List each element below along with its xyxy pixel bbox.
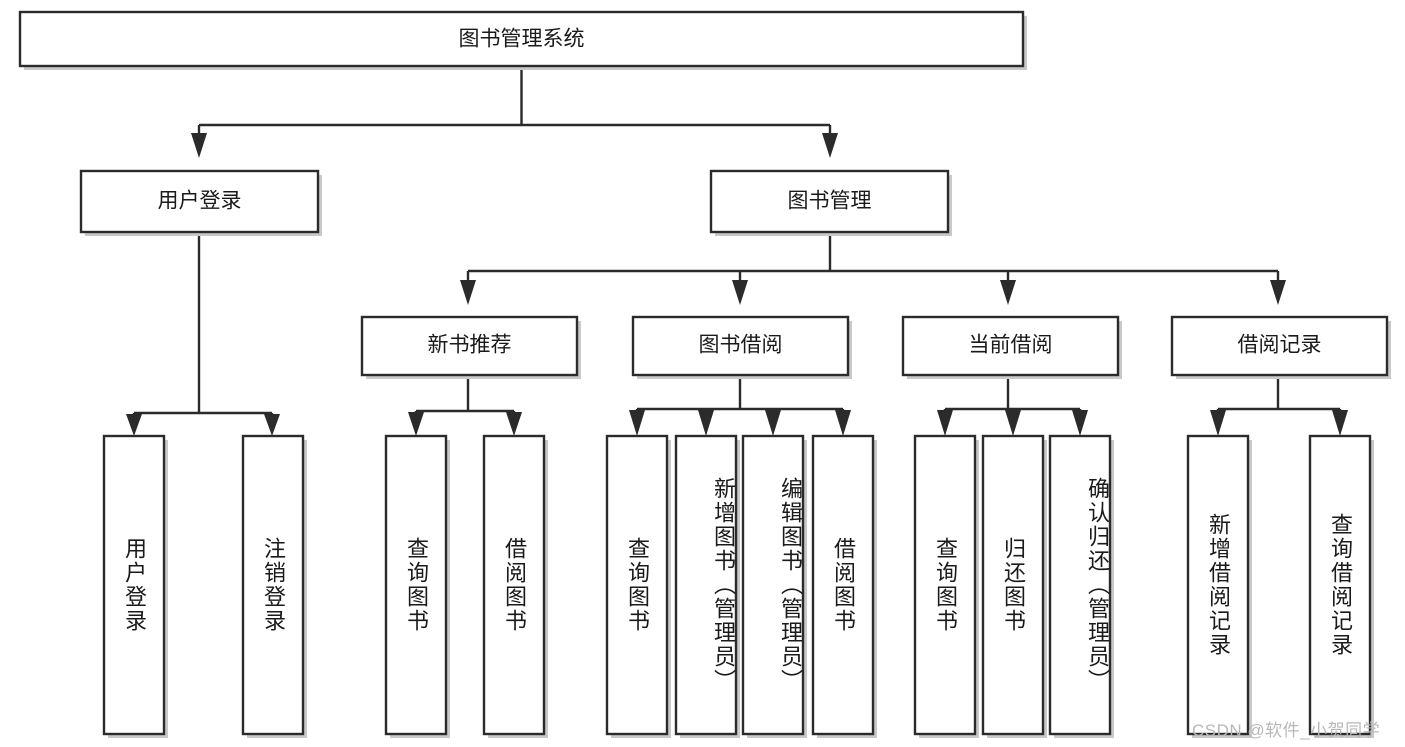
arrow-head-leaf-edit-book [765, 410, 781, 436]
arrow-head-current-borrow [1000, 280, 1016, 305]
node-root[interactable]: 图书管理系统 [18, 10, 1027, 70]
arrow-head-leaf-logout [264, 414, 280, 436]
leaf-query-book-rec-rect[interactable] [384, 434, 448, 736]
leaf-add-record-rect[interactable] [1186, 434, 1250, 736]
arrow-head-leaf-borrow-book-rec [506, 412, 522, 436]
connector-group-current-borrow [937, 375, 1088, 436]
connector-group-user-login [126, 232, 280, 436]
arrow-head-leaf-query-record [1332, 410, 1348, 436]
connector-group-book-manage [460, 232, 1286, 305]
arrow-head-leaf-confirm-return [1072, 410, 1088, 436]
node-root-label: 图书管理系统 [459, 28, 585, 51]
node-book-manage-rect[interactable] [709, 169, 950, 234]
connector-group-new-book-rec [408, 375, 522, 436]
arrow-head-book-borrow [732, 280, 748, 305]
connector-group-borrow-record [1210, 375, 1348, 436]
node-book-borrow-rect[interactable] [631, 315, 850, 377]
arrow-head-leaf-query-book [629, 410, 645, 436]
leaf-logout-rect[interactable] [241, 434, 305, 736]
arrow-head-leaf-return-book [1005, 410, 1021, 436]
arrow-head-leaf-add-record [1210, 410, 1226, 436]
leaf-query-record-rect[interactable] [1308, 434, 1372, 736]
leaf-borrow-book-rec-rect[interactable] [482, 434, 546, 736]
arrow-head-leaf-query-book-cur [937, 410, 953, 436]
node-borrow-record-rect[interactable] [1170, 315, 1389, 377]
node-user-login-label: 用户登录 [158, 190, 242, 213]
arrow-head-leaf-add-book [698, 410, 714, 436]
leaf-user-login-rect[interactable] [102, 434, 166, 736]
leaf-query-book-cur-rect[interactable] [913, 434, 977, 736]
arrow-head-user-login [191, 133, 207, 158]
node-borrow-record[interactable]: 借阅记录 [1170, 315, 1391, 379]
arrow-head-leaf-query-book-rec [408, 412, 424, 436]
node-new-book-rec[interactable]: 新书推荐 [360, 315, 581, 379]
arrow-head-leaf-user-login [126, 414, 142, 436]
leaf-return-book-rect[interactable] [981, 434, 1045, 736]
arrow-head-leaf-borrow-book [835, 410, 851, 436]
leaf-confirm-return-rect[interactable] [1048, 434, 1112, 736]
node-current-borrow-rect[interactable] [901, 315, 1120, 377]
leaf-borrow-book-rect[interactable] [811, 434, 875, 736]
node-user-login[interactable]: 用户登录 [79, 169, 322, 236]
leaf-boxes [102, 434, 1374, 738]
leaf-edit-book-rect[interactable] [741, 434, 805, 736]
arrow-head-new-book-rec [460, 280, 476, 305]
node-book-manage[interactable]: 图书管理 [709, 169, 952, 236]
node-book-borrow[interactable]: 图书借阅 [631, 315, 852, 379]
leaf-add-book-rect[interactable] [674, 434, 738, 736]
node-current-borrow-label: 当前借阅 [969, 334, 1053, 357]
arrow-head-book-manage [822, 133, 838, 158]
node-root-rect[interactable] [18, 10, 1025, 68]
node-borrow-record-label: 借阅记录 [1238, 334, 1322, 357]
node-new-book-rec-label: 新书推荐 [428, 334, 512, 357]
node-user-login-rect[interactable] [79, 169, 320, 234]
connector-group-root [191, 66, 838, 158]
node-book-manage-label: 图书管理 [788, 190, 872, 213]
arrow-head-borrow-record [1270, 280, 1286, 305]
leaf-query-book-rect[interactable] [605, 434, 669, 736]
connector-group-book-borrow [629, 375, 851, 436]
node-new-book-rec-rect[interactable] [360, 315, 579, 377]
csdn-watermark: CSDN @软件_小贺同学 [1192, 721, 1381, 740]
node-current-borrow[interactable]: 当前借阅 [901, 315, 1122, 379]
node-book-borrow-label: 图书借阅 [699, 334, 783, 357]
